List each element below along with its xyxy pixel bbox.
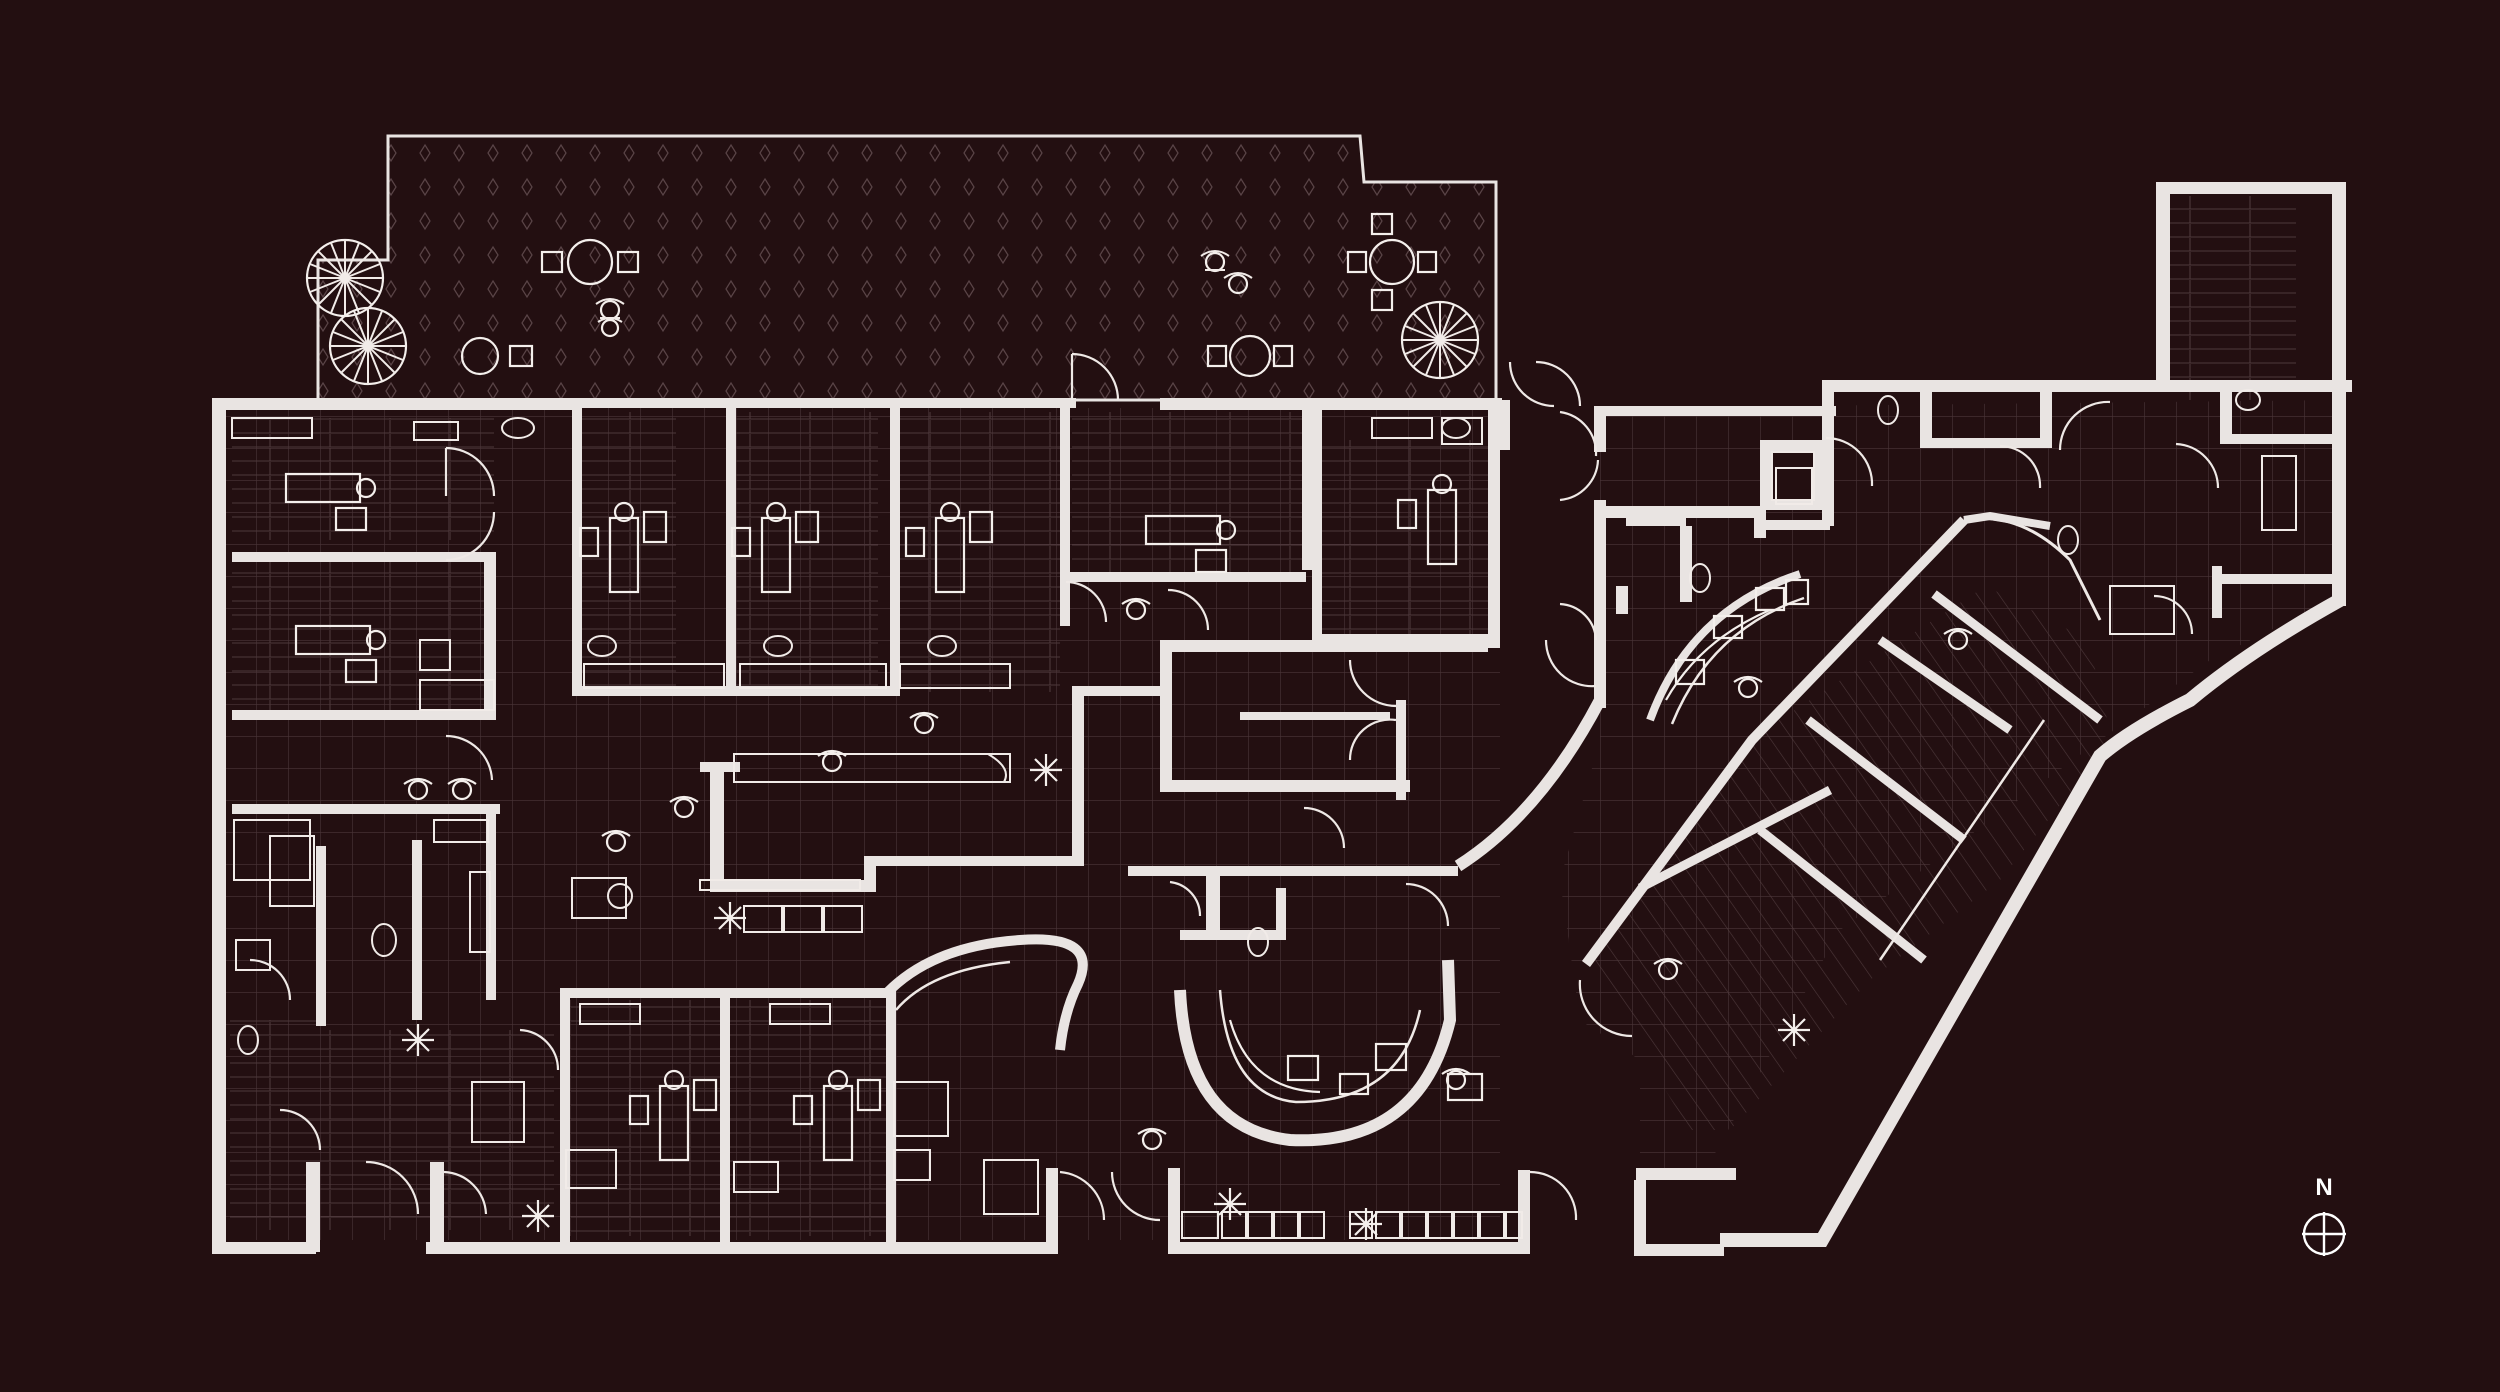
person-icon bbox=[1943, 627, 1973, 651]
palm-plant-icon bbox=[1400, 300, 1480, 380]
person-icon bbox=[817, 749, 847, 773]
doors bbox=[249, 352, 2220, 1222]
plant-icon bbox=[522, 1200, 554, 1232]
dental-chair-icon bbox=[578, 501, 668, 594]
person-icon bbox=[909, 711, 939, 735]
person-icon bbox=[1200, 250, 1230, 273]
dental-chair-icon bbox=[730, 501, 820, 594]
person-icon bbox=[447, 777, 477, 801]
person-icon bbox=[669, 795, 699, 819]
person-icon bbox=[1223, 272, 1253, 295]
person-icon bbox=[1733, 675, 1763, 699]
palm-plant-icon bbox=[328, 306, 408, 386]
north-arrow-label: N bbox=[2315, 1174, 2333, 1201]
person-icon bbox=[403, 777, 433, 801]
plant-icon bbox=[714, 902, 746, 934]
dental-chair-icon bbox=[294, 624, 387, 684]
terrace-paving bbox=[316, 134, 1498, 402]
person-icon bbox=[601, 829, 631, 853]
person-icon bbox=[1121, 597, 1151, 621]
round-table-set-icon bbox=[540, 238, 640, 286]
dental-chair-icon bbox=[904, 501, 994, 594]
fixtures bbox=[231, 389, 2297, 1239]
plant-icon bbox=[1214, 1188, 1246, 1220]
plant-icon bbox=[402, 1024, 434, 1056]
dental-chair-icon bbox=[284, 472, 377, 532]
palm-plant-icon bbox=[305, 238, 385, 318]
person-icon bbox=[597, 317, 623, 338]
north-arrow-icon bbox=[2302, 1212, 2346, 1256]
dental-chair-icon bbox=[1396, 473, 1458, 566]
people-and-plants bbox=[402, 597, 1973, 1240]
dental-chair-icon bbox=[628, 1069, 718, 1162]
round-table-set-icon bbox=[1346, 212, 1438, 312]
lounge-chair-icon bbox=[460, 336, 534, 376]
person-icon bbox=[1137, 1127, 1167, 1151]
plant-icon bbox=[1778, 1014, 1810, 1046]
plant-icon bbox=[1030, 754, 1062, 786]
dental-chair-icon bbox=[1144, 514, 1237, 574]
terrace bbox=[305, 134, 1498, 402]
person-icon bbox=[1653, 957, 1683, 981]
plant-icon bbox=[1350, 1208, 1382, 1240]
round-table-set-icon bbox=[1206, 334, 1294, 378]
dental-chair-icon bbox=[792, 1069, 882, 1162]
walls bbox=[212, 182, 2352, 1256]
reception-desk-curve bbox=[1228, 578, 1810, 1102]
dental-chairs bbox=[284, 472, 1458, 1162]
